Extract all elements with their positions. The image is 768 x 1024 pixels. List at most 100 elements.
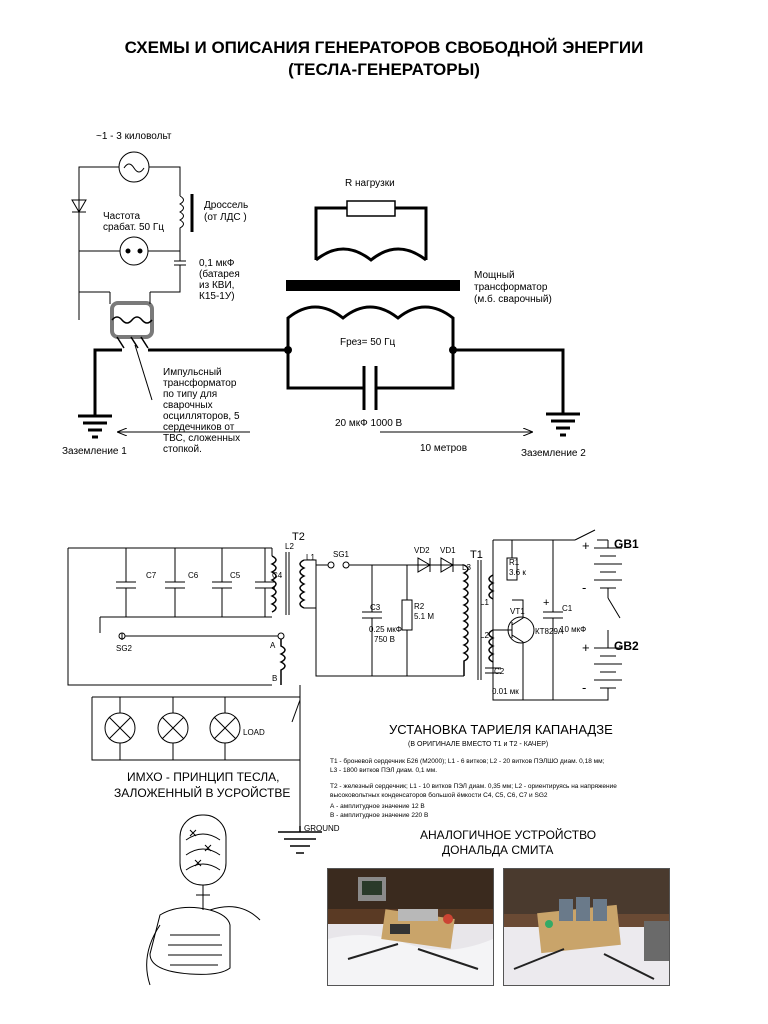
coil-base-icon [149, 906, 231, 975]
c6-label: C6 [188, 571, 199, 580]
choke-label-2: (от ЛДС ) [204, 212, 247, 223]
capacitor-icon [150, 250, 186, 293]
batteries [575, 540, 622, 701]
t2-l2-coil-icon [270, 555, 277, 613]
smith-device-photo-1 [327, 868, 494, 986]
kapanadze-description: УСТАНОВКА ТАРИЕЛЯ КАПАНАДЗЕ (В ОРИГИНАЛЕ… [330, 722, 617, 819]
l3-label: L3 [462, 563, 471, 572]
c3-label: C3 [370, 603, 381, 612]
choke-coil-icon [178, 195, 184, 250]
vd1-label: VD1 [440, 546, 456, 555]
c1-plus: + [543, 597, 549, 609]
capacitor-label-3: из КВИ, [199, 280, 234, 291]
frequency-label: Частота [103, 211, 141, 222]
gb1-minus: - [582, 580, 586, 595]
t1-l2-coil-icon [488, 629, 495, 663]
ground2-icon [546, 412, 580, 437]
t1-l1-coil-icon [488, 574, 495, 600]
tesla-coil-sketch [146, 814, 261, 986]
t2-l1-coil-icon [299, 559, 306, 609]
l2-label: L2 [285, 542, 294, 551]
t2-label: T2 [292, 531, 305, 543]
t1-l1-label: L1 [480, 598, 489, 607]
load-lamps [104, 697, 241, 760]
kapanadze-heading: УСТАНОВКА ТАРИЕЛЯ КАПАНАДЗЕ [389, 722, 613, 737]
c3-value-1: 0.25 мкФ [369, 625, 402, 634]
resonance-label: Fрез= 50 Гц [340, 337, 396, 348]
c1-label: C1 [562, 604, 573, 613]
bottom-circuit [67, 529, 622, 854]
tesla-caption-line1: ИМХО - ПРИНЦИП ТЕСЛА, [127, 770, 279, 784]
pulse-transformer-label-7: ТВС, сложенных [163, 433, 240, 444]
c5-label: C5 [230, 571, 241, 580]
kapanadze-spec-5: А - амплитудное значение 12 В [330, 803, 425, 810]
c2-value: 0.01 мк [492, 687, 519, 696]
power-transformer-label-3: (м.б. сварочный) [474, 293, 552, 305]
vd1-diode-icon [440, 557, 454, 573]
ground1-icon [78, 414, 112, 439]
smith-caption-line2: ДОНАЛЬДА СМИТА [442, 843, 553, 857]
c4-label: C4 [272, 571, 283, 580]
ground-label: GROUND [304, 824, 340, 833]
gb1-plus: + [582, 538, 590, 553]
vd2-diode-icon [417, 557, 431, 573]
smith-caption: АНАЛОГИЧНОЕ УСТРОЙСТВО ДОНАЛЬДА СМИТА [420, 827, 596, 857]
transformer-core [286, 280, 460, 291]
l1-label: L1 [306, 553, 315, 562]
smith-device-photo-2 [503, 868, 670, 986]
c2-label: C2 [494, 667, 505, 676]
vd2-label: VD2 [414, 546, 430, 555]
r2-label: R2 [414, 602, 425, 611]
choke-label: Дроссель [204, 200, 248, 211]
a-label: A [270, 641, 276, 650]
capacitor-bank [99, 548, 275, 640]
power-transformer-label-1: Мощный [474, 270, 515, 281]
coil-frame-icon [179, 814, 227, 886]
top-circuit-labels: ~1 - 3 киловольт Частота срабат. 50 Гц Д… [62, 131, 586, 459]
ground-icon [278, 826, 322, 854]
ground1-label: Заземление 1 [62, 446, 127, 457]
capacitor-label-1: 0,1 мкФ [199, 258, 235, 269]
top-circuit [71, 151, 580, 439]
ground2-label: Заземление 2 [521, 448, 586, 459]
vt1-type: КТ829А [535, 627, 564, 636]
t1-label: T1 [470, 549, 483, 561]
tesla-caption-line2: ЗАЛОЖЕННЫЙ В УСРОЙСТВЕ [114, 785, 290, 800]
gb2-label: GB2 [614, 639, 639, 653]
sg1-right-icon [342, 561, 350, 569]
gb1-label: GB1 [614, 537, 639, 551]
sg1-left-icon [327, 561, 335, 569]
ab-coil-icon [279, 639, 286, 685]
kapanadze-spec-2: L3 - 1800 витков ПЭЛ диам. 0,1 мм. [330, 767, 437, 774]
spark-gap-icon [119, 236, 149, 266]
sg2-right-icon [277, 632, 285, 640]
r1-resistor-icon [506, 557, 518, 581]
gb2-minus: - [582, 680, 586, 695]
pulse-transformer-label-4: сварочных [163, 400, 213, 411]
b-label: B [272, 674, 277, 683]
bottom-circuit-labels: T2 L2 L1 C7 C6 C5 C4 SG1 SG2 A B VD2 VD1… [116, 531, 639, 833]
c1-value: 10 мкФ [560, 625, 586, 634]
load-label: R нагрузки [345, 178, 395, 189]
c7-label: C7 [146, 571, 157, 580]
frequency-label-2: срабат. 50 Гц [103, 221, 164, 233]
pulse-transformer-label-5: осцилляторов, 5 [163, 411, 240, 422]
kapanadze-spec-3: Т2 - железный сердечник; L1 - 10 витков … [330, 782, 617, 790]
power-transformer-label-2: трансформатор [474, 281, 548, 293]
vt1-label: VT1 [510, 607, 525, 616]
sg2-label: SG2 [116, 644, 133, 653]
c3-value-2: 750 В [374, 635, 395, 644]
t1-l2-label: L2 [480, 631, 489, 640]
load-label: LOAD [243, 728, 265, 737]
r1-label: R1 [509, 558, 520, 567]
capacitor-label-4: К15-1У) [199, 291, 235, 302]
r2-resistor-icon [401, 599, 413, 631]
r1-value: 3.6 к [509, 568, 526, 577]
page-title: СХЕМЫ И ОПИСАНИЯ ГЕНЕРАТОРОВ СВОБОДНОЙ Э… [124, 38, 644, 57]
sg1-label: SG1 [333, 550, 350, 559]
pulse-transformer-label-1: Импульсный [163, 367, 222, 378]
pulse-transformer-label-3: по типу для [163, 389, 217, 400]
r2-value: 5.1 М [414, 612, 434, 621]
t1-l3-coil-icon [462, 564, 469, 676]
